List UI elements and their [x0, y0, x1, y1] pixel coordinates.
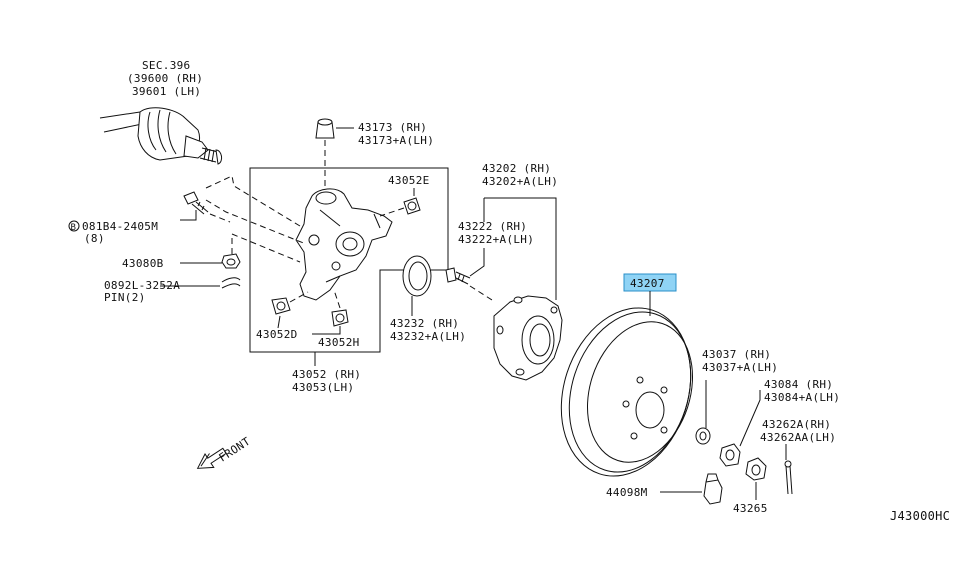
label-43262a-rh: 43262A(RH): [762, 418, 831, 431]
hub-bolt-43222[interactable]: [445, 267, 471, 285]
bolt-081b4[interactable]: [183, 191, 209, 215]
label-sec-39601-lh: 39601 (LH): [132, 85, 201, 98]
bolt-callout-circle: [68, 220, 80, 232]
label-43037-rh: 43037 (RH): [702, 348, 771, 361]
label-43052-rh: 43052 (RH): [292, 368, 361, 381]
label-43052h: 43052H: [318, 336, 360, 349]
label-43265: 43265: [733, 502, 768, 515]
label-44098m: 44098M: [606, 486, 648, 499]
label-43222-lh: 43222+A(LH): [458, 233, 534, 246]
cotter-pin-43262a[interactable]: [784, 460, 793, 495]
bolt-44098m[interactable]: [703, 473, 723, 505]
label-081b4-2405m: 081B4-2405M: [82, 220, 158, 233]
bushing-43173[interactable]: [315, 118, 335, 139]
hub-bearing-43202[interactable]: [493, 295, 563, 381]
label-43202-rh: 43202 (RH): [482, 162, 551, 175]
label-sec-39600-rh: (39600 (RH): [127, 72, 203, 85]
label-43222-rh: 43222 (RH): [458, 220, 527, 233]
bushing-43052e[interactable]: [403, 197, 421, 215]
cotter-pin[interactable]: [221, 277, 241, 289]
drive-shaft[interactable]: [99, 107, 223, 165]
label-43037-lh: 43037+A(LH): [702, 361, 778, 374]
label-43052e: 43052E: [388, 174, 430, 187]
diagram-code: J43000HC: [890, 509, 950, 523]
label-43262aa-lh: 43262AA(LH): [760, 431, 836, 444]
brake-rotor-43207[interactable]: [540, 291, 711, 493]
label-front: FRONT: [217, 435, 253, 465]
label-43053-lh: 43053(LH): [292, 381, 354, 394]
nut-43080b[interactable]: [221, 253, 241, 269]
label-43232-rh: 43232 (RH): [390, 317, 459, 330]
washer-43037[interactable]: [695, 427, 711, 445]
label-43202-lh: 43202+A(LH): [482, 175, 558, 188]
bushing-43052h[interactable]: [331, 309, 349, 327]
label-43173-lh: 43173+A(LH): [358, 134, 434, 147]
label-sec-396: SEC.396: [142, 59, 190, 72]
knuckle-group-frame: [249, 167, 449, 353]
label-bolt-quantity: (8): [84, 232, 105, 245]
label-0892l-3252a: 0892L-3252A: [104, 279, 180, 292]
bushing-43052d[interactable]: [271, 297, 291, 315]
label-43084-rh: 43084 (RH): [764, 378, 833, 391]
label-43207: 43207: [630, 277, 665, 290]
nut-43084[interactable]: [719, 443, 741, 467]
steering-knuckle[interactable]: [295, 188, 393, 301]
seal-43232[interactable]: [402, 255, 432, 297]
label-43080b: 43080B: [122, 257, 164, 270]
cap-nut-43265[interactable]: [745, 457, 767, 481]
front-direction-arrow: [196, 447, 227, 469]
label-43173-rh: 43173 (RH): [358, 121, 427, 134]
label-bolt-callout-letter: B: [71, 223, 77, 233]
label-43232-lh: 43232+A(LH): [390, 330, 466, 343]
label-pin-2: PIN(2): [104, 291, 146, 304]
label-43052d: 43052D: [256, 328, 298, 341]
label-43084-lh: 43084+A(LH): [764, 391, 840, 404]
